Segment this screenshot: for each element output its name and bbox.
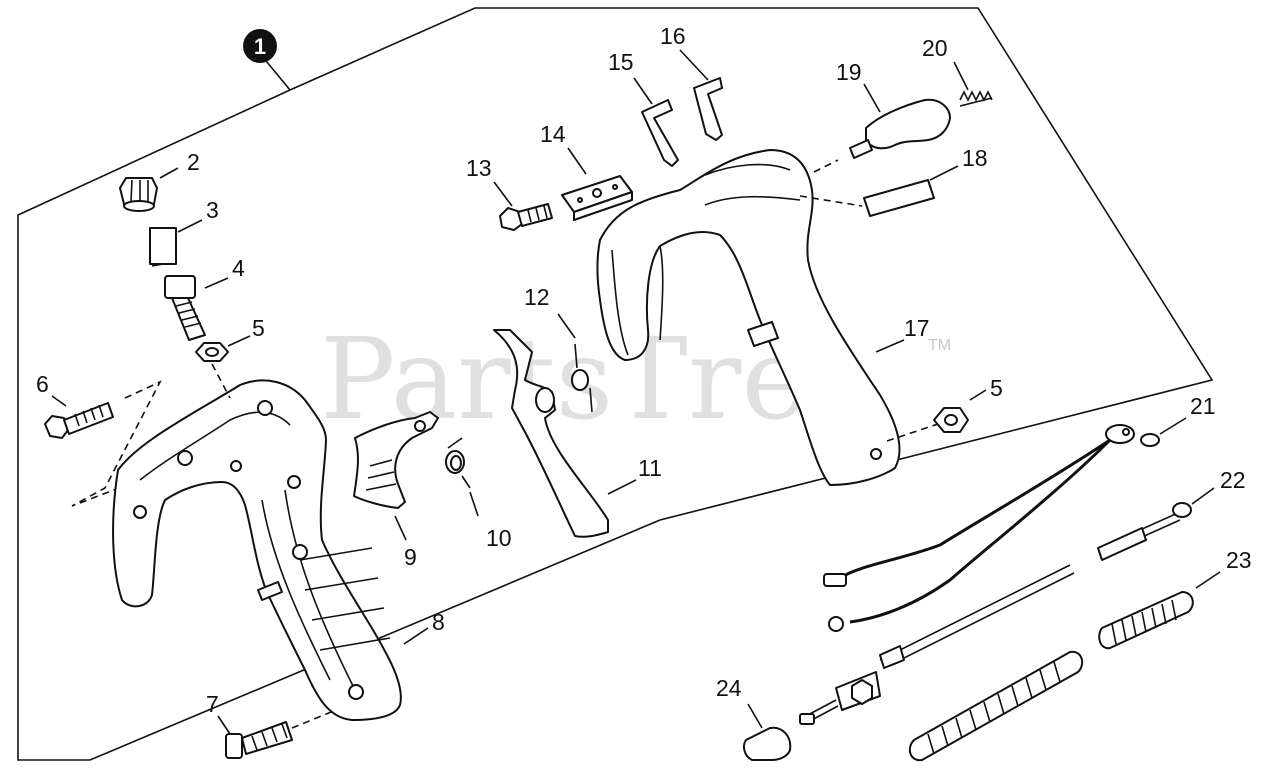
dashed-guide-7 <box>291 709 337 729</box>
callout-7: 7 <box>206 691 219 717</box>
part-2-knob[interactable] <box>119 177 158 212</box>
callout-18: 18 <box>962 145 988 171</box>
callout-24: 24 <box>716 675 742 701</box>
callout-4: 4 <box>232 255 245 281</box>
badge-leader <box>261 55 291 91</box>
part-22-throttle-cable[interactable] <box>799 502 1192 725</box>
part-12-spring[interactable] <box>571 343 593 413</box>
callout-3: 3 <box>206 197 219 223</box>
part-5-nut-lower[interactable] <box>933 407 969 433</box>
spring-10-tab-lower <box>461 475 471 489</box>
callout-16: 16 <box>660 23 686 49</box>
dashed-guide-5 <box>211 363 231 399</box>
callout-2: 2 <box>187 149 200 175</box>
part-5-nut-upper[interactable] <box>195 342 229 362</box>
spring-10-tab <box>447 437 463 449</box>
dashed-guide-5b <box>886 423 939 442</box>
part-16-clip[interactable] <box>693 77 723 141</box>
callout-5-lower: 5 <box>990 375 1003 401</box>
part-9-trigger[interactable] <box>353 411 439 509</box>
part-4-bolt[interactable] <box>164 275 206 341</box>
part-8-handle-half[interactable] <box>112 379 402 721</box>
callout-20: 20 <box>922 35 948 61</box>
part-18-pad[interactable] <box>863 179 935 217</box>
part-14-bracket[interactable] <box>561 175 633 221</box>
part-13-screw[interactable] <box>499 203 553 231</box>
callout-9: 9 <box>404 544 417 570</box>
callout-5-upper: 5 <box>252 315 265 341</box>
part-23-cable-conduit[interactable] <box>908 591 1194 762</box>
callout-14: 14 <box>540 121 566 147</box>
assembly-badge-label: 1 <box>254 34 266 59</box>
callout-22: 22 <box>1220 467 1246 493</box>
callout-17: 17 <box>904 315 930 341</box>
callout-11: 11 <box>638 455 662 481</box>
assembly-badge[interactable]: 1 <box>243 29 277 63</box>
callout-13: 13 <box>466 155 492 181</box>
part-15-clip[interactable] <box>641 99 679 167</box>
part-20-spring[interactable] <box>959 90 993 107</box>
callout-19: 19 <box>836 59 862 85</box>
assembly-outline <box>17 7 1214 761</box>
watermark-trademark: TM <box>928 337 951 354</box>
leader-lines <box>51 49 1221 735</box>
part-24-cap[interactable] <box>743 726 792 761</box>
dashed-guide-19 <box>813 159 839 173</box>
part-19-lockout-lever[interactable] <box>849 98 951 159</box>
dashed-guide-18 <box>799 195 863 207</box>
part-3-spring[interactable] <box>149 227 177 267</box>
callout-23: 23 <box>1226 547 1252 573</box>
callout-15: 15 <box>608 49 634 75</box>
callout-6: 6 <box>36 371 49 397</box>
callout-8: 8 <box>432 609 445 635</box>
part-21-wire-harness[interactable] <box>823 424 1160 632</box>
part-7-screw[interactable] <box>225 721 293 759</box>
callout-10: 10 <box>486 525 512 551</box>
callout-12: 12 <box>524 284 550 310</box>
dashed-guide-6 <box>71 380 162 507</box>
callout-labels: 2 3 4 5 6 7 8 9 10 11 12 13 14 15 16 17 … <box>36 23 1252 717</box>
part-6-bolt[interactable] <box>44 402 114 439</box>
part-17-handle-half[interactable] <box>596 149 901 486</box>
part-11-throttle-lever[interactable] <box>493 329 609 538</box>
callout-21: 21 <box>1190 393 1216 419</box>
part-10-spring[interactable] <box>445 450 465 474</box>
